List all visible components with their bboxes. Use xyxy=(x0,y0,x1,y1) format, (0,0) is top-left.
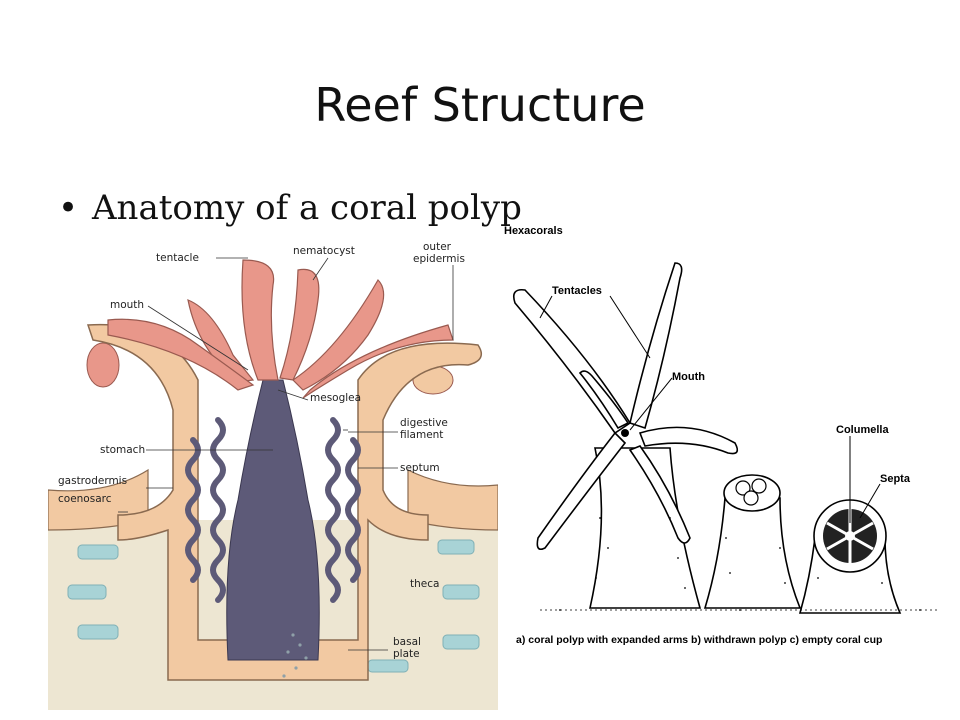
label-mesoglea: mesoglea xyxy=(310,392,361,404)
label-plate: plate xyxy=(393,648,420,660)
label-theca: theca xyxy=(410,578,439,590)
label-gastrodermis: gastrodermis xyxy=(58,475,127,487)
label-epidermis: epidermis xyxy=(413,253,465,265)
diagram-caption: a) coral polyp with expanded arms b) wit… xyxy=(516,634,882,646)
label-basal: basal xyxy=(393,636,421,648)
gastrovascular-cavity xyxy=(226,379,320,661)
withdrawn-polyp xyxy=(703,497,802,609)
label-nematocyst: nematocyst xyxy=(293,245,355,257)
hexacoral-line-diagram: Hexacorals Tentacles xyxy=(504,225,940,646)
hexacorals-heading: Hexacorals xyxy=(504,225,563,237)
label-mouth-right: Mouth xyxy=(672,371,705,383)
label-septum: septum xyxy=(400,462,440,474)
label-digestive: digestive xyxy=(400,417,448,429)
tentacles xyxy=(107,259,454,399)
label-filament: filament xyxy=(400,429,443,441)
label-tentacle: tentacle xyxy=(156,252,199,264)
expanded-polyp-body xyxy=(589,447,702,609)
label-stomach: stomach xyxy=(100,444,145,456)
label-outer: outer xyxy=(423,241,452,253)
stipple-texture xyxy=(559,517,921,611)
label-columella: Columella xyxy=(836,424,889,436)
label-tentacles: Tentacles xyxy=(552,285,602,297)
label-mouth: mouth xyxy=(110,299,144,311)
bullet-symbol: • xyxy=(58,188,79,228)
polyp-cross-section-diagram: tentacle nematocyst outer epidermis mout… xyxy=(48,241,498,710)
label-septa: Septa xyxy=(880,473,911,485)
bullet-text: Anatomy of a coral polyp xyxy=(92,188,522,228)
basal-speckles xyxy=(282,633,308,678)
label-coenosarc: coenosarc xyxy=(58,493,112,505)
expanded-polyp-arms xyxy=(512,262,739,551)
bullet-item: • Anatomy of a coral polyp xyxy=(58,188,522,228)
polyp-body xyxy=(86,323,483,681)
slide-title: Reef Structure xyxy=(314,78,646,132)
